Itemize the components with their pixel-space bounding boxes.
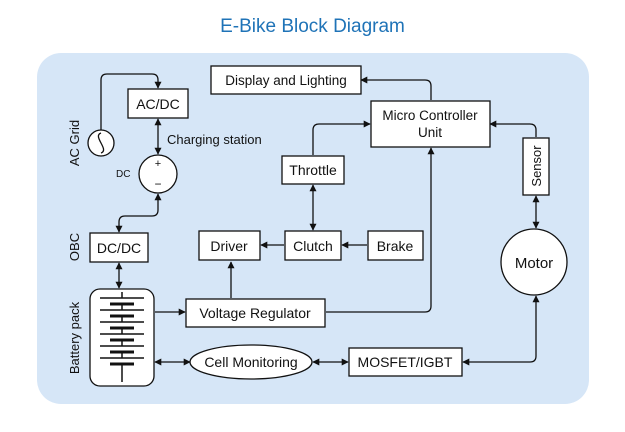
connector-sensor-mcu (489, 120, 537, 137)
sensor-box (522, 137, 550, 196)
diagram-title: E-Bike Block Diagram (220, 16, 405, 37)
mcu-box (370, 100, 491, 148)
mosfet-igbt-label: MOSFET/IGBT (358, 354, 453, 370)
display-lighting-label: Display and Lighting (225, 73, 347, 88)
connector-mcu-display (360, 76, 432, 100)
brake-label: Brake (377, 238, 414, 254)
dcdc-box (89, 232, 149, 263)
dc-label: DC (116, 169, 130, 180)
connector-mosfet-motor (462, 295, 540, 366)
voltage-regulator-box (185, 298, 326, 328)
connectors (100, 73, 540, 366)
sensor-label: Sensor (529, 145, 544, 187)
connector-dc-dcdc (115, 193, 162, 233)
driver-box (198, 230, 261, 261)
clutch-box (284, 230, 342, 261)
acdc-label: AC/DC (136, 96, 180, 112)
clutch-label: Clutch (293, 238, 333, 254)
mcu-label-line1: Micro Controller (382, 108, 478, 123)
motor-label: Motor (515, 255, 553, 272)
dc-plus-sign: + (155, 158, 161, 170)
sine-wave-icon (97, 132, 105, 154)
battery-pack-label: Battery pack (67, 301, 82, 374)
voltage-regulator-label: Voltage Regulator (199, 305, 311, 321)
cell-monitoring-ellipse (189, 344, 313, 380)
dc-minus-sign: − (154, 177, 161, 191)
dc-source-icon (138, 154, 178, 194)
brake-box (367, 230, 424, 261)
connector-regulator-mcu (326, 147, 435, 313)
mcu-label-line2: Unit (418, 125, 442, 140)
motor-circle (500, 228, 568, 296)
battery-cells-icon (100, 292, 144, 382)
throttle-label: Throttle (289, 162, 337, 178)
battery-pack-box (89, 288, 155, 387)
driver-label: Driver (210, 238, 248, 254)
charging-station-label: Charging station (167, 132, 262, 147)
throttle-box (281, 155, 345, 185)
acdc-box (127, 88, 189, 119)
connector-throttle-mcu (312, 120, 371, 155)
dcdc-label: DC/DC (97, 240, 141, 256)
display-lighting-box (210, 65, 362, 95)
cell-monitoring-label: Cell Monitoring (204, 354, 297, 370)
ac-grid-label: AC Grid (67, 120, 82, 166)
mosfet-igbt-box (348, 347, 463, 377)
connector-grid-to-acdc (100, 73, 162, 143)
obc-label: OBC (67, 233, 82, 261)
